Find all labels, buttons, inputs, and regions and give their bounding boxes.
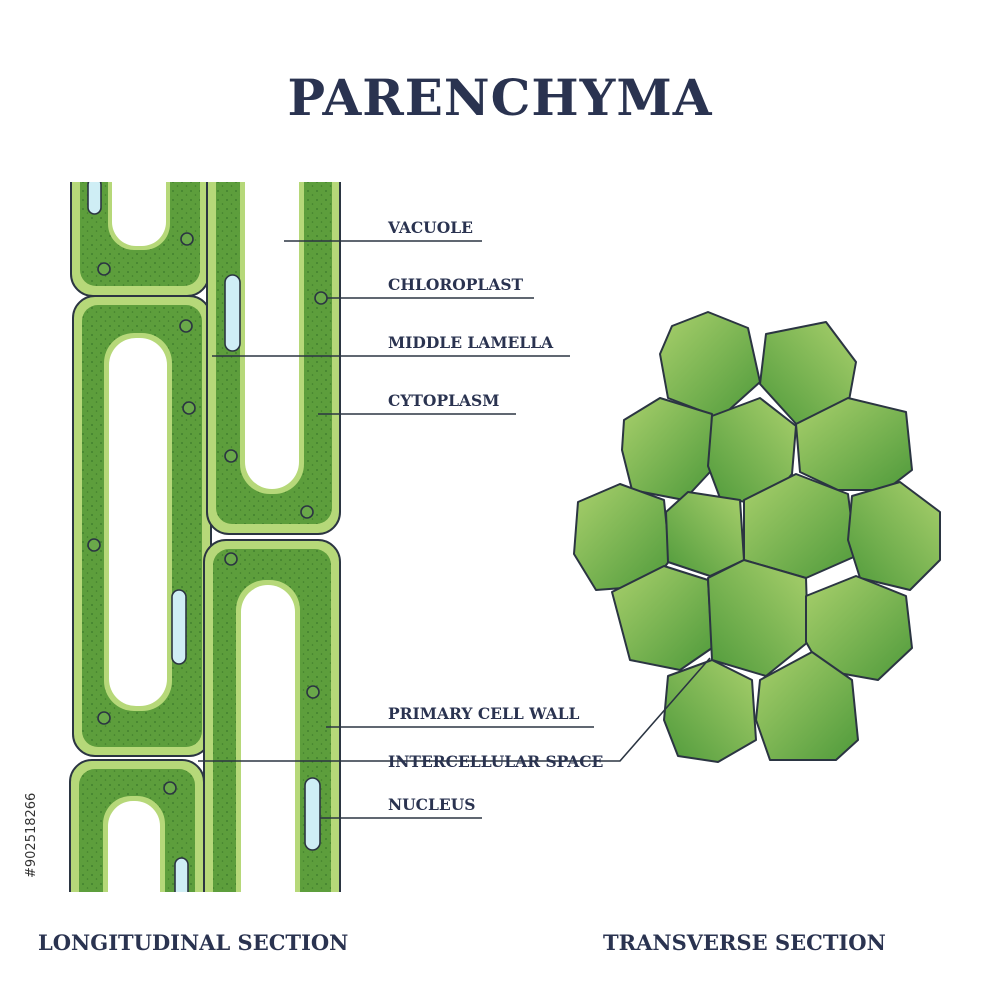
transverse-section — [573, 311, 941, 763]
leader-lines — [198, 240, 711, 819]
stock-id: #902518266 — [24, 792, 39, 878]
label-intercellular-space: INTERCELLULAR SPACE — [388, 752, 604, 771]
label-cytoplasm: CYTOPLASM — [388, 391, 499, 410]
transverse-cell — [663, 659, 757, 763]
transverse-cell — [805, 575, 913, 681]
label-vacuole: VACUOLE — [387, 218, 473, 237]
parenchyma-cell — [70, 182, 210, 297]
label-middle-lamella: MIDDLE LAMELLA — [388, 333, 554, 352]
transverse-cell — [659, 311, 761, 419]
intercellular-space-leader — [198, 657, 711, 762]
caption-transverse-section: TRANSVERSE SECTION — [603, 930, 886, 955]
label-nucleus: NUCLEUS — [388, 795, 475, 814]
label-chloroplast: CHLOROPLAST — [388, 275, 524, 294]
parenchyma-cell — [72, 295, 212, 757]
transverse-cell — [795, 397, 913, 491]
label-primary-cell-wall: PRIMARY CELL WALL — [388, 704, 580, 723]
caption-longitudinal-section: LONGITUDINAL SECTION — [38, 930, 349, 955]
parenchyma-cell — [203, 539, 341, 892]
longitudinal-section — [69, 182, 341, 892]
transverse-cell — [755, 651, 859, 761]
page-title: PARENCHYMA — [287, 68, 713, 127]
transverse-cell — [847, 481, 941, 591]
parenchyma-cell — [206, 182, 341, 535]
transverse-cell — [665, 491, 745, 577]
transverse-cell — [707, 559, 809, 677]
parenchyma-cell — [69, 759, 205, 892]
transverse-cell — [621, 397, 713, 501]
